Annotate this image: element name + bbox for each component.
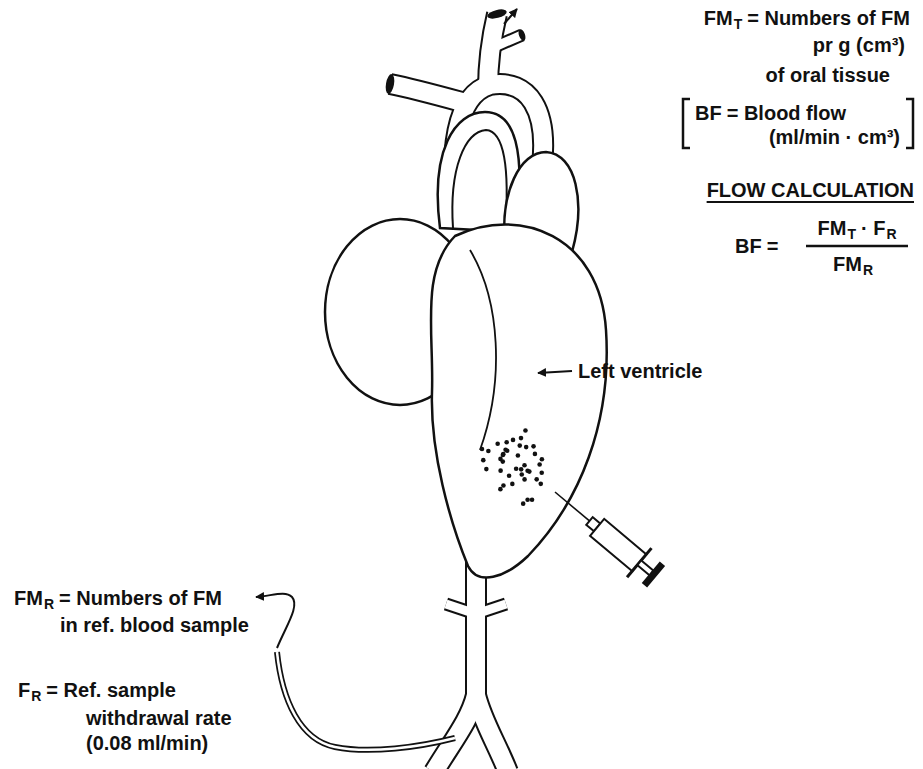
leader-arrows [256,9,572,648]
definition-label: = Numbers of FM [747,6,910,30]
microsphere-dot [524,445,529,450]
formula-term: FM [817,216,846,240]
syringe [543,477,668,590]
microsphere-dot [507,474,512,479]
microsphere-dot [539,471,544,476]
microsphere-dot [498,487,503,492]
reference-sample-label: (0.08 ml/min) [86,731,208,755]
subscript-label: R [863,262,873,278]
formula-term: · F [861,216,885,240]
definition-label: FM [704,6,733,30]
microsphere-dot [501,453,506,458]
definition-label: = Blood flow [727,101,846,125]
microsphere-dot [510,482,515,487]
definition-label: pr g (cm³) [813,33,905,57]
microsphere-dot [480,447,485,452]
subscript-label: T [847,226,856,242]
microsphere-dot [522,477,527,482]
microsphere-dot [538,482,543,487]
microsphere-dot [540,457,545,462]
vessel-caps [384,8,527,95]
reference-sample-label: FM [14,586,43,610]
reference-sample-label: = Ref. sample [46,678,176,702]
microsphere-dot [504,440,509,445]
definition-label: (ml/min · cm³) [769,125,900,149]
formula-term: = [767,234,779,258]
microsphere-dot [501,483,506,488]
microsphere-dot [519,436,524,441]
microsphere-dot [481,458,486,463]
heart [325,112,607,577]
fraction-bar [806,245,908,248]
microsphere-dot [501,452,506,457]
subscript-label: T [734,16,743,32]
microsphere-dots [480,428,545,506]
microsphere-dot [534,477,539,482]
microsphere-dot [525,497,530,502]
microsphere-dot [498,468,503,473]
subscript-label: R [44,596,54,612]
catheter [277,652,455,750]
microsphere-dot [523,428,528,433]
microsphere-dot [519,472,524,477]
microsphere-dot [517,443,522,448]
subscript-label: R [31,688,41,704]
microsphere-dot [522,463,527,468]
microsphere-dot [537,462,542,467]
definition-label: of oral tissue [766,63,890,87]
subscript-label: R [886,226,896,242]
microsphere-dot [486,449,491,454]
microsphere-dot [503,448,508,453]
reference-sample-label: withdrawal rate [86,706,232,730]
reference-sample-label: = Numbers of FM [59,586,222,610]
microsphere-dot [533,452,538,457]
microsphere-dot [514,466,519,471]
microsphere-dot [527,469,532,474]
microsphere-dot [495,441,500,446]
brackets [683,99,913,148]
formula-term: BF [735,234,762,258]
microsphere-dot [516,453,521,458]
microsphere-dot [531,444,536,449]
microsphere-dot [484,467,489,472]
microsphere-dot [498,457,503,462]
anatomy-label: Left ventricle [578,359,702,383]
reference-sample-label: in ref. blood sample [60,613,249,637]
microsphere-dot [519,467,524,472]
microsphere-dot [521,501,526,506]
section-heading: FLOW CALCULATION [707,178,914,202]
microsphere-dot [530,497,535,502]
definition-label: BF [695,101,722,125]
formula-term: FM [833,252,862,276]
reference-sample-label: F [18,678,30,702]
microsphere-dot [511,438,516,443]
